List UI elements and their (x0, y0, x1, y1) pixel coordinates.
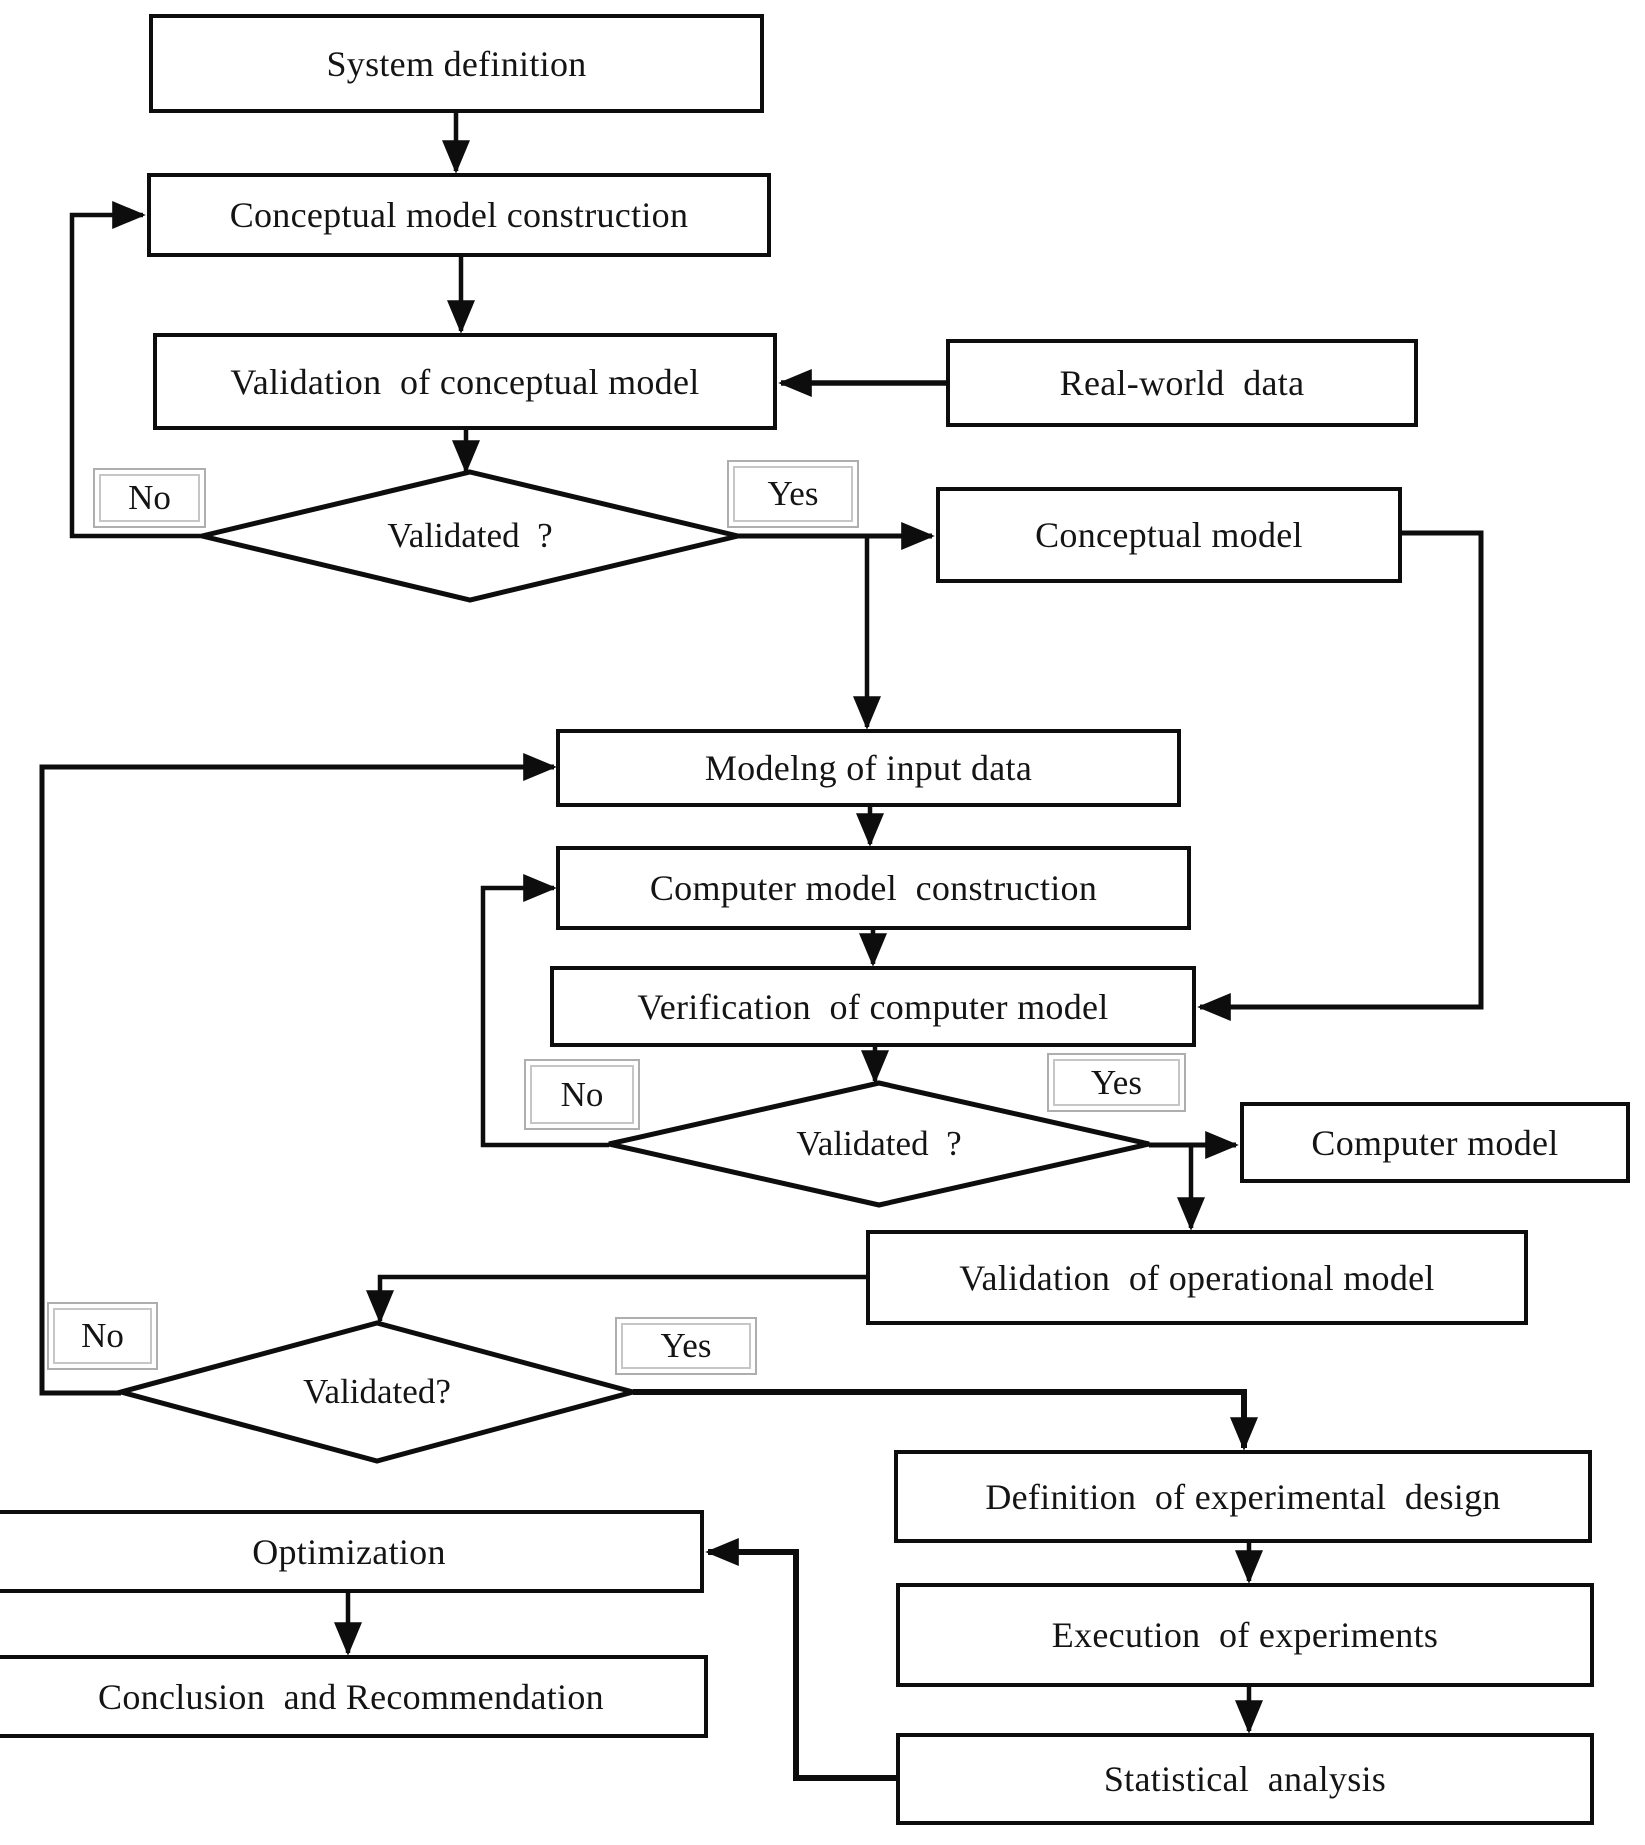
connector-validated-3-yes-to-definition (633, 1389, 1258, 1451)
decision-diamond-validated-2 (608, 1080, 1150, 1208)
connector-validated-2-no-loop (480, 874, 609, 1148)
connector-statistical-to-optimization-loop (705, 1538, 896, 1781)
decision-diamond-validated-3 (111, 1320, 643, 1464)
connector-conceptual-model-to-verification (1197, 530, 1484, 1021)
decision-diamond-validated-1 (201, 469, 739, 603)
connector-operational-validation-to-validated-3 (366, 1274, 866, 1324)
connector-validated-3-no-loop (39, 753, 557, 1396)
connector-validated-1-no-loop (69, 201, 203, 539)
